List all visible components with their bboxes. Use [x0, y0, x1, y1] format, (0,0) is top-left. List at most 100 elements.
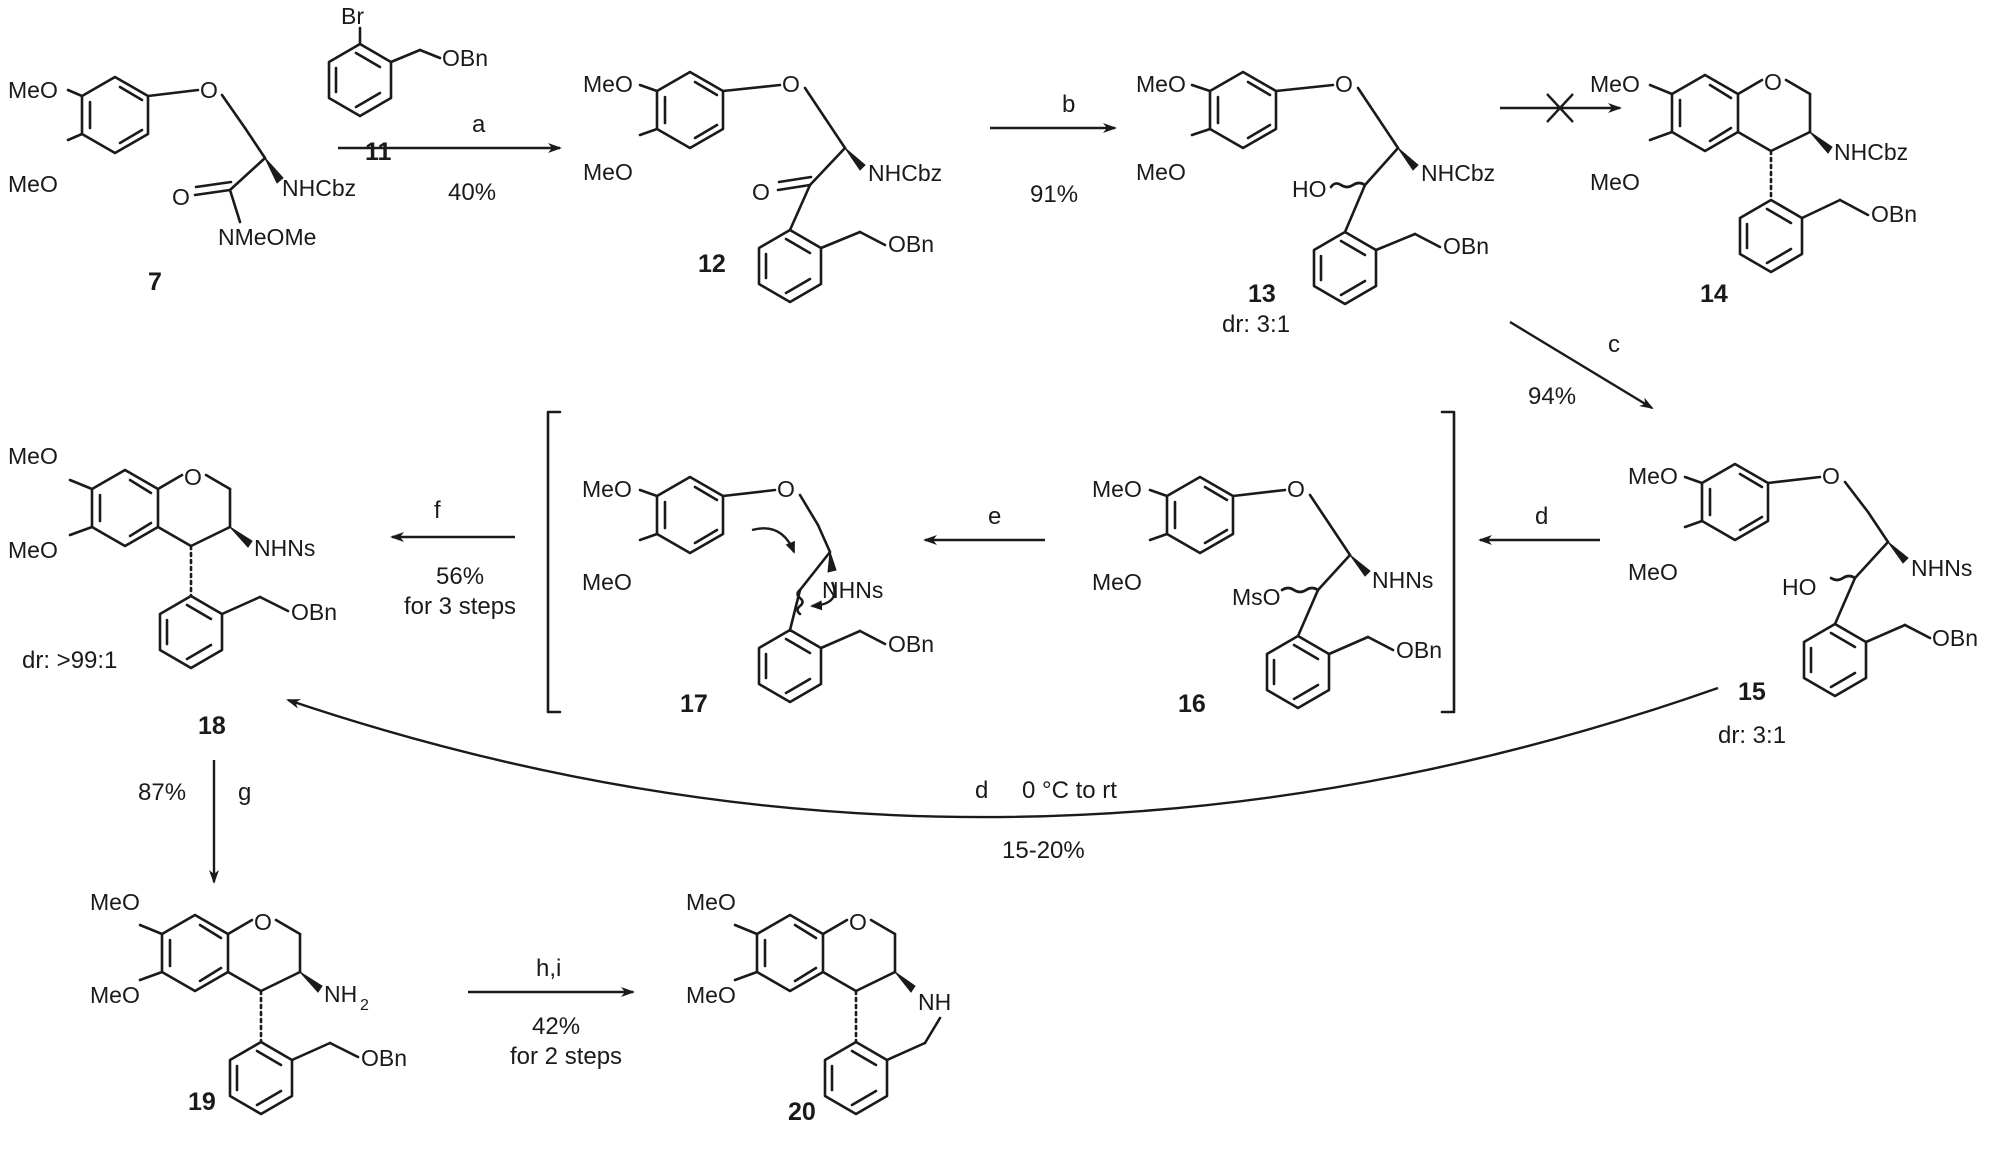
c13-ho: HO — [1292, 176, 1327, 202]
c18-nhns: NHNs — [254, 535, 315, 561]
c18-dr: dr: >99:1 — [22, 647, 117, 674]
arrow-f-yield: 56% — [436, 563, 484, 590]
c12-meo-1: MeO — [583, 71, 633, 97]
c17-obn: OBn — [888, 631, 934, 657]
c18-o: O — [184, 464, 202, 490]
arrow-c-yield: 94% — [1528, 383, 1576, 410]
arrow-blocked — [1500, 93, 1622, 123]
c13-dr: dr: 3:1 — [1222, 311, 1290, 338]
c13-obn: OBn — [1443, 233, 1489, 259]
c7-meo-1: MeO — [8, 77, 58, 103]
c7-nhcbz: NHCbz — [282, 175, 356, 201]
compound-number-11: 11 — [365, 138, 392, 166]
compound-18: MeO MeO O NHNs OBn dr: >99:1 18 — [8, 443, 337, 740]
arrow-e-label: e — [988, 503, 1001, 530]
c14-obn: OBn — [1871, 201, 1917, 227]
c15-meo-2: MeO — [1628, 559, 1678, 585]
compound-20: MeO MeO O NH 20 — [686, 889, 951, 1126]
compound-16: MeO MeO O MsO NHNs OBn 16 — [1092, 475, 1442, 718]
compound-19: MeO MeO O NH 2 OBn 19 — [90, 889, 407, 1116]
c16-mso: MsO — [1232, 584, 1281, 610]
c19-meo-1: MeO — [90, 889, 140, 915]
c17-nhns: NHNs — [822, 577, 883, 603]
compound-17: MeO MeO O NHNs OBn 17 — [582, 475, 934, 718]
compound-number-15: 15 — [1738, 678, 1766, 706]
c16-meo-1: MeO — [1092, 476, 1142, 502]
compound-number-19: 19 — [188, 1088, 216, 1116]
arrow-a-yield: 40% — [448, 179, 496, 206]
c12-obn: OBn — [888, 231, 934, 257]
compound-number-12: 12 — [698, 250, 726, 278]
arrow-hi-yield: 42% — [532, 1013, 580, 1040]
compound-number-18: 18 — [198, 712, 226, 740]
intermediate-brackets — [546, 410, 1456, 714]
compound-number-17: 17 — [680, 690, 708, 718]
c12-nhcbz: NHCbz — [868, 160, 942, 186]
arrow-f-yield-2: for 3 steps — [404, 593, 516, 620]
arrow-d-curved-conditions: 0 °C to rt — [1022, 777, 1117, 804]
compound-number-20: 20 — [788, 1098, 816, 1126]
c18-obn: OBn — [291, 599, 337, 625]
c17-meo-2: MeO — [582, 569, 632, 595]
arrow-a-label: a — [472, 111, 486, 138]
c17-o: O — [777, 476, 795, 502]
c15-obn: OBn — [1932, 625, 1978, 651]
compound-number-16: 16 — [1178, 690, 1206, 718]
arrow-f: f 56% for 3 steps — [390, 497, 516, 620]
arrow-g-label: g — [238, 779, 251, 806]
c12-meo-2: MeO — [583, 159, 633, 185]
c20-meo-2: MeO — [686, 982, 736, 1008]
c19-meo-2: MeO — [90, 982, 140, 1008]
c16-obn: OBn — [1396, 637, 1442, 663]
arrow-g-yield: 87% — [138, 779, 186, 806]
compound-13: MeO MeO O HO NHCbz OBn 13 dr: 3:1 — [1136, 70, 1495, 338]
arrow-hi: h,i 42% for 2 steps — [468, 955, 635, 1070]
c13-nhcbz: NHCbz — [1421, 160, 1495, 186]
arrow-b-yield: 91% — [1030, 181, 1078, 208]
compound-11: Br OBn 11 — [327, 3, 488, 166]
c7-o-carbonyl: O — [172, 184, 190, 210]
c19-obn: OBn — [361, 1045, 407, 1071]
arrow-d-curved-yield: 15-20% — [1002, 837, 1085, 864]
c20-o: O — [849, 909, 867, 935]
c15-o: O — [1822, 463, 1840, 489]
compound-15: MeO MeO O HO NHNs OBn 15 dr: 3:1 — [1628, 462, 1978, 749]
compound-number-13: 13 — [1248, 280, 1276, 308]
c14-o: O — [1764, 69, 1782, 95]
c16-nhns: NHNs — [1372, 567, 1433, 593]
arrow-c-label: c — [1608, 331, 1620, 358]
arrow-b: b 91% — [990, 91, 1117, 208]
c13-o: O — [1335, 71, 1353, 97]
compound-12: MeO MeO O O NHCbz OBn 12 — [583, 70, 942, 304]
arrow-b-label: b — [1062, 91, 1075, 118]
c16-o: O — [1287, 476, 1305, 502]
c17-meo-1: MeO — [582, 476, 632, 502]
c11-br: Br — [341, 3, 364, 29]
arrow-f-label: f — [434, 497, 441, 524]
c19-nh2: NH — [324, 981, 357, 1007]
arrow-d: d — [1478, 503, 1600, 545]
arrow-g: 87% g — [138, 760, 251, 884]
compound-number-14: 14 — [1700, 280, 1728, 308]
c12-o-carbonyl: O — [752, 179, 770, 205]
c7-nmeome: NMeOMe — [218, 224, 316, 250]
c15-dr: dr: 3:1 — [1718, 722, 1786, 749]
arrow-d-curved: d 0 °C to rt 15-20% — [286, 686, 1719, 864]
c14-nhcbz: NHCbz — [1834, 139, 1908, 165]
arrow-e: e — [923, 503, 1045, 545]
c7-o: O — [200, 77, 218, 103]
arrow-a: a 40% — [338, 111, 562, 206]
c20-meo-1: MeO — [686, 889, 736, 915]
c7-meo-2: MeO — [8, 171, 58, 197]
c15-ho: HO — [1782, 574, 1817, 600]
compound-7: MeO MeO O O NHCbz NMeOMe 7 — [8, 75, 356, 296]
compound-number-7: 7 — [148, 268, 162, 296]
arrow-hi-label: h,i — [536, 955, 561, 982]
c11-obn: OBn — [442, 45, 488, 71]
c19-nh2-subscript: 2 — [360, 997, 369, 1014]
c14-meo-2: MeO — [1590, 169, 1640, 195]
arrow-c: c 94% — [1509, 320, 1654, 410]
compound-14: MeO MeO O NHCbz OBn 14 — [1590, 69, 1917, 308]
c19-o: O — [254, 909, 272, 935]
